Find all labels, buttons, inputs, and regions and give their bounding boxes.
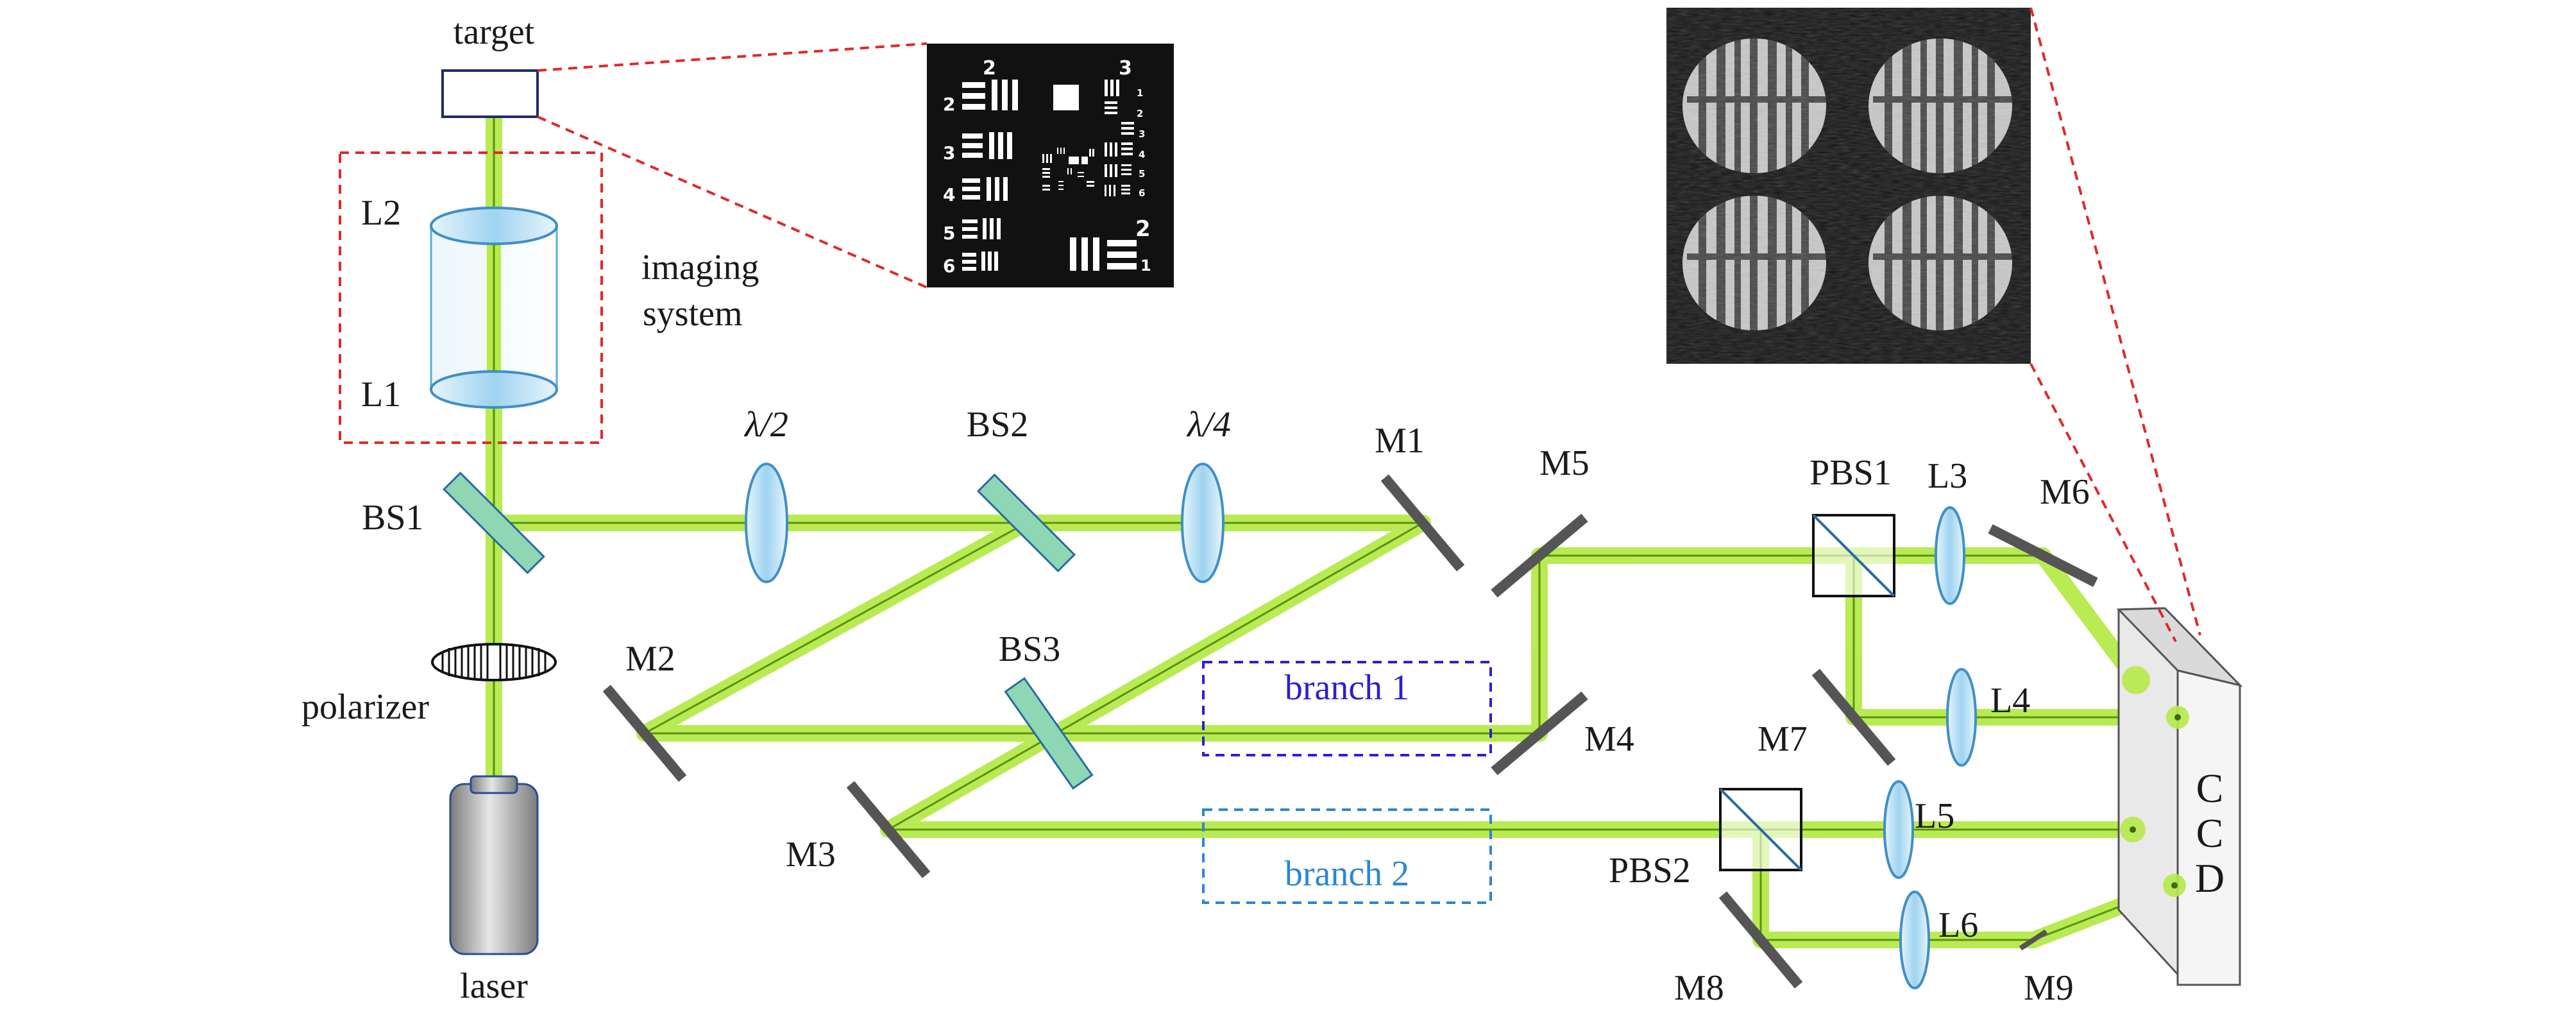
imaging-system-label-1: imaging [641,248,759,287]
label-polarizer: polarizer [301,687,429,727]
ccd-camera [2116,607,2243,986]
label-l3: L3 [1928,456,1967,496]
tgt-num-right-1: 1 [1137,87,1143,99]
imaging-system-label-2: system [643,294,743,334]
polarizing-beamsplitter-pbs2 [1719,788,1802,871]
label-m5: M5 [1539,443,1589,483]
label-m1: M1 [1375,421,1425,461]
label-laser: laser [460,966,528,1006]
branch1-label: branch 1 [1285,668,1409,708]
lens-l4 [1946,668,1977,767]
beamsplitter-bs2 [976,473,1076,573]
label-l1: L1 [361,375,401,414]
mirror-m2 [602,685,687,782]
polarizer [431,643,557,681]
tgt-num-right-6: 6 [1139,187,1145,199]
mirror-m4 [1491,691,1588,776]
label-pbs2: PBS2 [1609,851,1691,891]
label-l6: L6 [1938,905,1978,945]
ccd-image-inset [1666,8,2031,364]
tgt-num-r4: 4 [943,184,955,205]
mirror-m6 [1988,524,2098,587]
target-label: target [453,12,535,52]
label-bs2: BS2 [967,405,1029,445]
ccd-label-d: D [2195,855,2224,901]
mirror-m5 [1491,513,1588,598]
label-m2: M2 [625,639,675,679]
branch1-box [1202,661,1492,756]
speckle-subimages [1666,8,2031,364]
half-wave-plate [745,463,788,583]
label-l5: L5 [1915,796,1954,836]
tgt-num-g2-bottom: 2 [1135,216,1151,242]
label-m4: M4 [1584,719,1634,759]
mirror-m8 [1718,891,1803,989]
ccd-label-c1: C [2196,765,2224,811]
label-bs3: BS3 [999,629,1061,669]
tgt-num-right-2: 2 [1137,108,1143,119]
lens-l5 [1883,780,1914,879]
mirror-m1 [1380,474,1465,572]
imaging-cylinder [430,225,558,391]
branch2-box [1202,808,1492,904]
lens-l1 [430,370,558,409]
target-zoom-lines [537,42,928,289]
tgt-num-g3: 3 [1119,57,1132,80]
target-box [441,69,539,118]
quarter-wave-plate [1181,463,1224,583]
polarizing-beamsplitter-pbs1 [1812,514,1895,597]
tgt-num-r3: 3 [943,142,955,164]
label-bs1: BS1 [362,498,424,538]
mirror-m3 [846,781,931,878]
tgt-num-g2: 2 [983,57,996,80]
tgt-num-right-4: 4 [1139,149,1145,160]
label-m9: M9 [2024,968,2074,1008]
label-m6: M6 [2040,472,2090,512]
beamsplitter-bs3 [1004,677,1094,790]
label-m3: M3 [786,835,836,874]
mirror-m7 [1811,669,1896,766]
branch2-label: branch 2 [1285,854,1409,894]
tgt-num-r5: 5 [943,223,955,244]
laser-source [449,775,539,955]
lens-l2 [430,207,558,245]
tgt-num-r6: 6 [943,255,955,277]
mirror-m9 [2019,929,2048,951]
label-l4: L4 [1990,681,2030,721]
tgt-num-right-3: 3 [1139,128,1145,140]
lens-l6 [1899,891,1930,989]
label-m7: M7 [1758,719,1808,759]
ccd-zoom-lines [2029,7,2201,642]
label-quarter-wave: λ/4 [1186,405,1231,445]
tgt-num-right-5: 5 [1139,168,1145,180]
beamsplitter-bs1 [443,472,545,574]
label-half-wave: λ/2 [743,405,788,445]
ccd-label-c2: C [2196,810,2224,856]
tgt-num-r2: 2 [943,94,955,115]
tgt-num-small-1: 1 [1140,257,1151,275]
lens-l3 [1935,506,1965,605]
label-l2: L2 [361,193,401,233]
imaging-system-frame [339,151,603,444]
usaf-target-inset: 2 3 2 3 4 5 6 2 1 1 2 3 4 5 6 [927,44,1174,287]
label-pbs1: PBS1 [1809,453,1892,493]
label-m8: M8 [1674,968,1724,1008]
